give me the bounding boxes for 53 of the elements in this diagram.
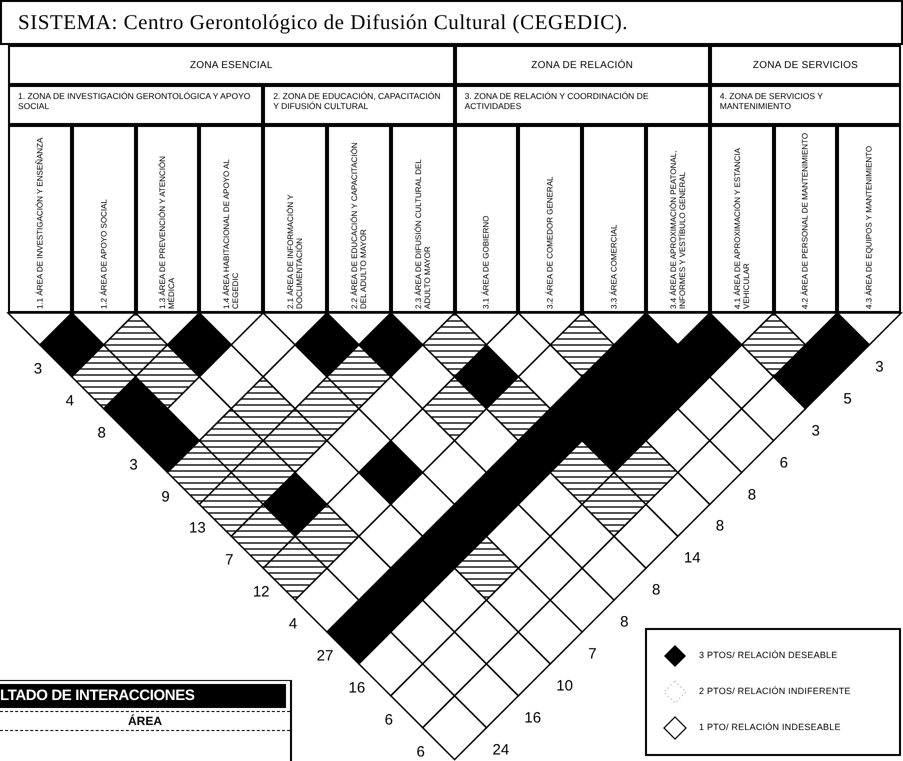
interaction-total: 16 xyxy=(524,710,542,726)
area-label: 2.2 ÁREA DE EDUCACIÓN Y CAPACITACIÓN DEL ADULTO MAYOR xyxy=(350,141,368,309)
area-label: 2.3 ÁREA DE DIFUSIÓN CULTURAL DEL ADULTO MAYOR xyxy=(414,158,432,309)
interaction-total: 8 xyxy=(98,425,106,440)
area-label: 3.1 ÁREA DE GOBIERNO xyxy=(482,216,492,309)
interaction-total: 24 xyxy=(492,742,510,758)
area-label: 1.1 ÁREA DE INVESTIGACIÓN Y ENSEÑANZA xyxy=(35,138,44,309)
interaction-total: 3 xyxy=(812,423,820,438)
area-label: 4.2 ÁREA DE PERSONAL DE MANTENIMIENTO xyxy=(800,132,810,309)
legend-text: 3 PTOS/ RELACIÓN DESEABLE xyxy=(699,649,838,662)
area-label: 1.2 ÁREA DE APOYO SOCIAL xyxy=(99,199,108,309)
interaction-total: 13 xyxy=(189,520,206,536)
interaction-total: 7 xyxy=(225,552,234,568)
area-label: 3.4 ÁREA DE APROXIMACIÓN PEATONAL, INFORMES Y VESTÍBULO GENERAL xyxy=(668,150,688,309)
subzone-header: 1. ZONA DE INVESTIGACIÓN GERONTOLÓGICA Y APOYO SOCIAL xyxy=(8,85,264,125)
interaction-total: 6 xyxy=(416,744,425,760)
interaction-total: 8 xyxy=(620,614,628,630)
interaction-total: 3 xyxy=(129,457,138,472)
area-label: 1.3 ÁREA DE PREVENCIÓN Y ATENCIÓN MÉDICA xyxy=(158,155,177,309)
zone-header: ZONA DE SERVICIOS xyxy=(710,45,902,85)
area-label: 1.4 ÁREA HABITACIONAL DE APOYO AL CEGEDIC xyxy=(222,158,240,309)
interaction-total: 27 xyxy=(316,648,334,664)
interaction-total: 5 xyxy=(843,391,852,406)
interaction-total: 16 xyxy=(348,680,366,696)
interaction-total: 12 xyxy=(252,584,270,600)
interaction-total: 4 xyxy=(288,616,298,632)
zone-header: ZONA DE RELACIÓN xyxy=(454,45,710,85)
area-label: 2.1 ÁREA DE INFORMACIÓN Y DOCUMENTACIÓN xyxy=(286,194,304,309)
area-label: 3.2 ÁREA DE COMEDOR GENERAL xyxy=(546,176,555,309)
interaction-total: 6 xyxy=(384,712,393,728)
interaction-total: 8 xyxy=(652,582,660,598)
legend-text: 1 PTO/ RELACIÓN INDESEABLE xyxy=(699,721,841,734)
interaction-total: 4 xyxy=(66,393,74,408)
zone-header: ZONA ESENCIAL xyxy=(8,45,455,85)
interaction-total: 14 xyxy=(684,550,701,566)
interaction-total: 7 xyxy=(588,646,597,662)
interaction-total: 3 xyxy=(34,361,42,376)
subzone-header: 4. ZONA DE SERVICIOS Y MANTENIMIENTO xyxy=(710,85,902,125)
column-heading: ÁREA xyxy=(128,713,162,730)
area-label: 4.1 ÁREA DE APROXIMACIÓN Y ESTANCIA VEHICULAR xyxy=(732,147,751,309)
interaction-total: 8 xyxy=(748,487,756,502)
interaction-total: 3 xyxy=(875,359,884,374)
subzone-header: 3. ZONA DE RELACIÓN Y COORDINACIÓN DE ACTIVIDADES xyxy=(454,85,710,125)
area-label: 3.3 ÁREA COMERCIAL xyxy=(609,224,619,309)
table-title: LTADO DE INTERACCIONES xyxy=(0,686,195,706)
subzone-header: 2. ZONA DE EDUCACIÓN, CAPACITACIÓN Y DIFUSIÓN CULTURAL xyxy=(263,85,455,125)
title-bar: SISTEMA: Centro Gerontológico de Difusión Cultural (CEGEDIC). xyxy=(0,0,903,45)
interaction-total: 8 xyxy=(716,518,724,534)
interaction-total: 6 xyxy=(780,455,788,470)
legend-text: 2 PTOS/ RELACIÓN INDIFERENTE xyxy=(699,685,851,698)
area-label: 4.3 ÁREA DE EQUIPOS Y MANTENIMIENTO xyxy=(864,146,874,309)
interaction-total: 9 xyxy=(161,489,170,504)
interaction-total: 10 xyxy=(556,678,573,694)
